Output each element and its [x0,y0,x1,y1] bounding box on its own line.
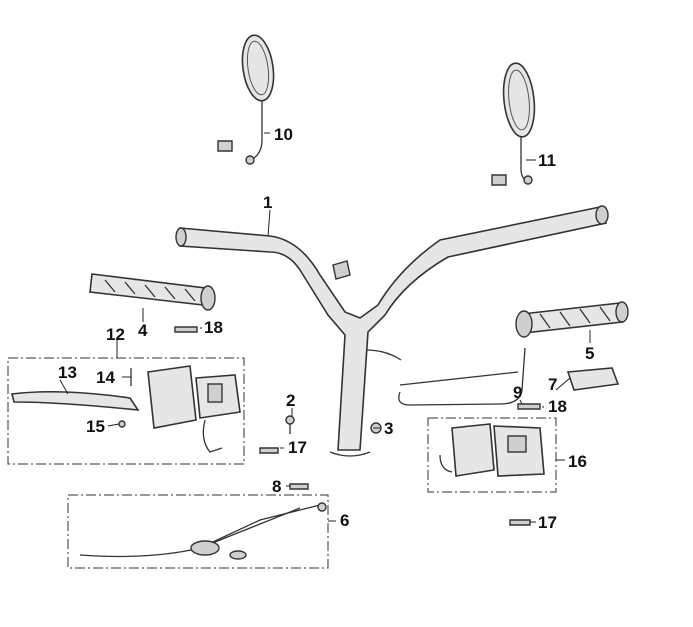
callout-14: 14 [96,368,115,387]
switch-left-icon[interactable] [147,365,241,453]
callout-16: 16 [568,452,587,471]
switch-cover-7-icon[interactable] [566,367,620,391]
brake-lever-icon[interactable] [11,390,140,411]
harness-box [67,494,329,569]
bolt-8-icon[interactable] [289,483,309,490]
callout-11: 11 [538,151,556,170]
callout-4: 4 [138,321,148,340]
switch-right-icon[interactable] [439,423,545,477]
bolt-17b-icon[interactable] [509,519,531,526]
callout-9: 9 [513,383,522,402]
handlebar-icon[interactable] [175,205,609,457]
mirror-left-icon[interactable] [217,33,277,165]
callout-18a: 18 [204,318,223,337]
bolt-18b-icon[interactable] [517,403,541,410]
callout-18b: 18 [548,397,567,416]
callout-6: 6 [340,511,349,530]
bolt-15-icon[interactable] [118,420,126,428]
callout-17a: 17 [288,438,307,457]
callout-7: 7 [548,375,557,394]
leader-lines [59,132,591,523]
grip-left-icon[interactable] [89,273,216,311]
callout-3: 3 [384,419,393,438]
right-switch-box [427,417,557,493]
callout-15: 15 [86,417,105,436]
callout-8: 8 [272,477,281,496]
callout-17b: 17 [538,513,557,532]
callout-1: 1 [263,193,272,212]
bolt-18a-icon[interactable] [174,326,198,333]
throttle-cable-icon[interactable] [398,347,526,406]
bolt-2-icon[interactable] [285,415,295,434]
bolt-17a-icon[interactable] [259,447,279,454]
callout-12: 12 [106,325,125,344]
callout-2: 2 [286,391,295,410]
grip-right-icon[interactable] [515,301,629,338]
callout-5: 5 [585,344,594,363]
callout-13: 13 [58,363,77,382]
mirror-right-icon[interactable] [491,62,538,186]
left-assembly-box [7,357,245,465]
callout-10: 10 [274,125,293,144]
wire-harness-icon[interactable] [79,502,327,560]
